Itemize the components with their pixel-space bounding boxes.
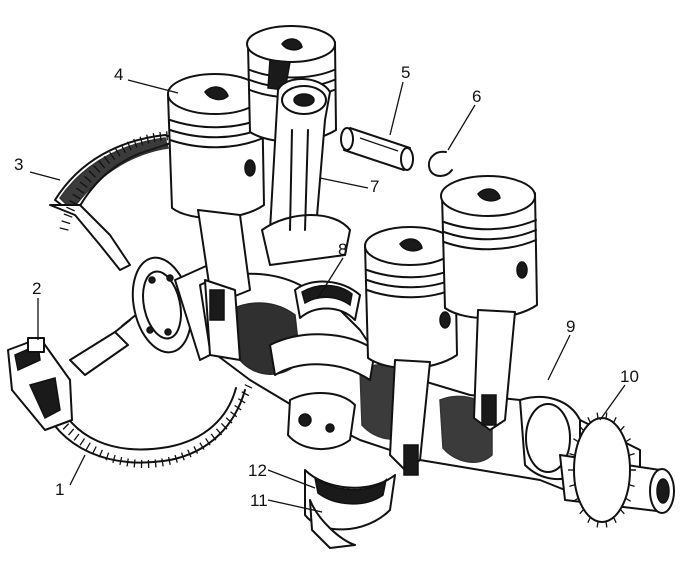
connecting-rod <box>261 78 351 266</box>
label-7: 7 <box>370 177 379 196</box>
flywheel-ring-gear <box>7 313 262 468</box>
piston-left <box>167 73 265 361</box>
circlip <box>428 150 453 177</box>
piston-middle-right <box>364 226 458 476</box>
bearing-cap-upper <box>287 392 356 451</box>
piston-pin <box>340 127 414 171</box>
timing-gear <box>568 412 636 528</box>
part-labels: 1 2 3 4 5 6 7 8 9 10 12 11 <box>14 63 639 510</box>
label-9: 9 <box>566 317 575 336</box>
bearing-cap-lower <box>304 469 396 549</box>
flywheel-ring-upper <box>49 131 195 271</box>
label-1: 1 <box>55 480 64 499</box>
leader-lines <box>29 79 626 513</box>
piston-far-right <box>440 175 538 431</box>
label-5: 5 <box>401 63 410 82</box>
label-10: 10 <box>620 367 639 386</box>
label-8: 8 <box>338 240 347 259</box>
label-12: 12 <box>248 461 267 480</box>
main-bearing-shell <box>269 280 376 381</box>
label-2: 2 <box>32 279 41 298</box>
label-11: 11 <box>250 491 268 510</box>
label-4: 4 <box>114 65 123 84</box>
label-6: 6 <box>472 87 481 106</box>
label-3: 3 <box>14 155 23 174</box>
